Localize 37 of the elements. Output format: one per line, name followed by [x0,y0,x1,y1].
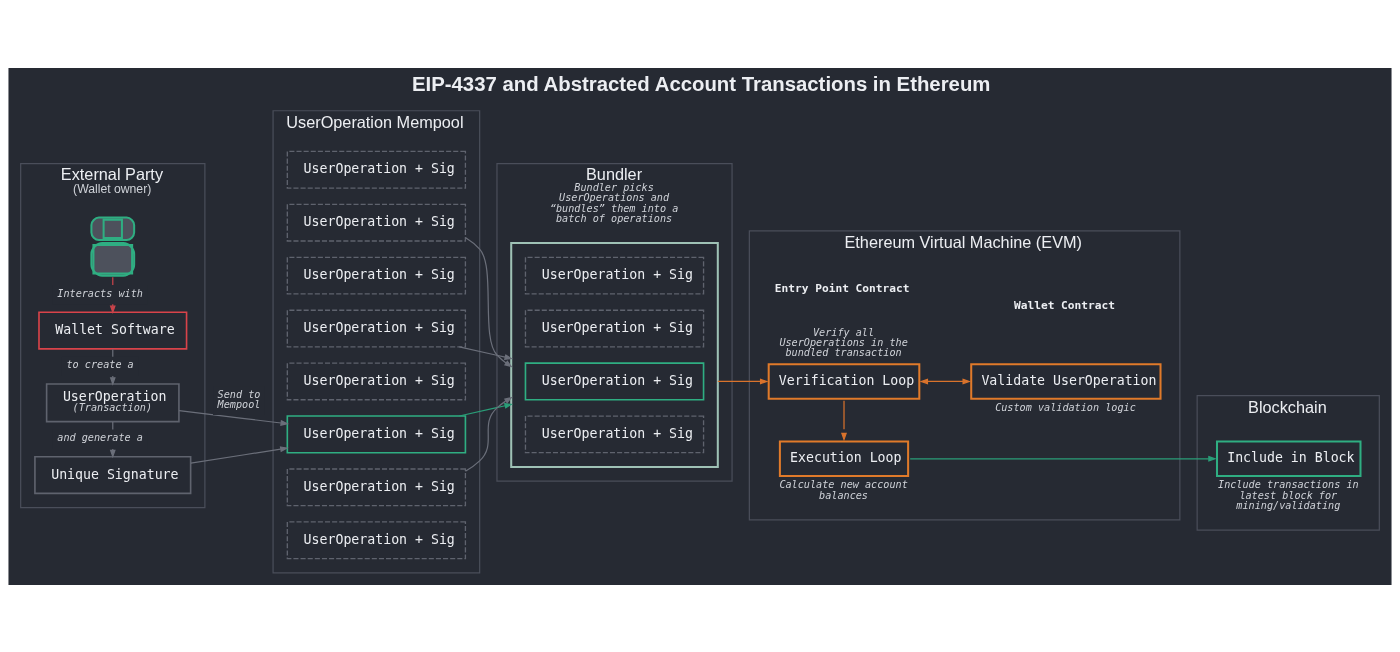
diagram-title: EIP-4337 and Abstracted Account Transactions in Ethereum [411,72,991,95]
node-box: UserOperation + Sig [524,414,705,453]
label: Wallet Contract [1013,298,1116,312]
node-box: UserOperation + Sig [286,203,467,242]
node-box: UserOperation + Sig [286,256,467,295]
node-box: UserOperation + Sig [524,309,705,347]
node-label: Custom validation logic [995,401,1136,413]
node-box: UserOperation + Sig [286,309,467,347]
node-box: UserOperation + Sig [286,414,467,453]
edge-label: Send to Mempool [217,388,261,410]
cluster [510,241,719,468]
arrow [465,236,513,368]
arrow [458,402,513,417]
node-box: UserOperation (Transaction) [45,382,180,422]
node-box: Unique Signature [34,455,192,494]
edge-label: to create a [66,358,134,370]
node-box: UserOperation + Sig [286,520,467,559]
arrow [717,377,769,384]
arrow [919,377,972,384]
arrow [190,445,289,464]
arrow [909,455,1217,462]
node-box: UserOperation + Sig [524,361,705,401]
node-label: Verify all UserOperations in the bundled transaction [779,326,908,358]
node-box: UserOperation + Sig [524,256,705,295]
edge-label: and generate a [57,431,143,443]
arrow [178,409,289,426]
node-label: Calculate new account balances [779,478,908,500]
node-box: UserOperation + Sig [286,467,467,506]
arrow [464,396,513,472]
arrow [841,399,847,441]
node-box: Wallet Software [38,310,188,350]
edge-label: Interacts with [57,287,143,299]
node-label: Include transactions in latest block for mining/validating [1218,478,1359,511]
arrow [458,345,513,360]
label: Entry Point Contract [774,281,910,295]
node-box: UserOperation + Sig [286,361,467,400]
node-box: UserOperation + Sig [286,150,467,189]
